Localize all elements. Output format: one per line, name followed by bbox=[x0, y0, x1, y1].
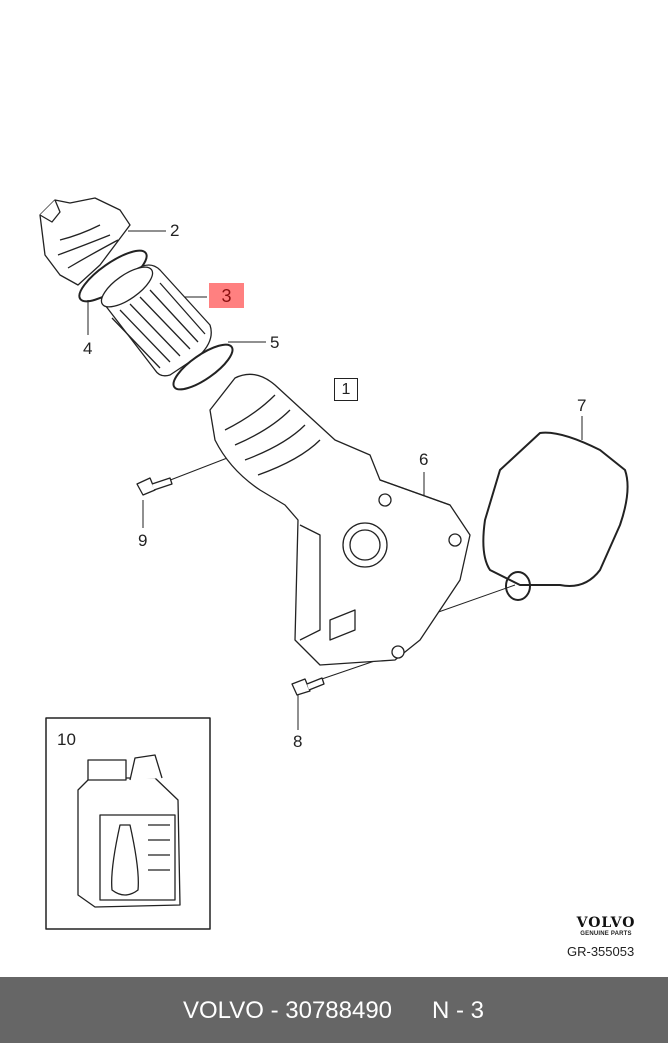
callout-10[interactable]: 10 bbox=[57, 730, 76, 749]
callout-9[interactable]: 9 bbox=[138, 531, 148, 550]
logo-brand: VOLVO bbox=[576, 915, 636, 931]
callout-7[interactable]: 7 bbox=[577, 396, 587, 415]
part-6-oil-filter-housing bbox=[209, 373, 471, 666]
part-5-o-ring bbox=[172, 343, 234, 391]
diagram-reference: GR-355053 bbox=[567, 944, 635, 959]
part-10-oil-bottle bbox=[77, 754, 181, 908]
callout-4[interactable]: 4 bbox=[83, 339, 93, 358]
callout-2[interactable]: 2 bbox=[170, 221, 180, 240]
callout-6[interactable]: 6 bbox=[419, 450, 429, 469]
part-9-bolt bbox=[136, 477, 173, 496]
footer-part-number: VOLVO - 30788490 bbox=[183, 997, 393, 1024]
part-7-gasket bbox=[482, 431, 629, 587]
part-3-filter-element bbox=[100, 264, 212, 377]
footer-bar: VOLVO - 30788490 N - 3 bbox=[0, 977, 668, 1043]
callout-1[interactable]: 1 bbox=[334, 378, 358, 401]
part-8-bolt bbox=[291, 677, 325, 696]
part-2-filter-cap bbox=[39, 197, 131, 286]
callout-8[interactable]: 8 bbox=[293, 732, 303, 751]
gasket-ring bbox=[505, 571, 531, 601]
callout-5[interactable]: 5 bbox=[270, 333, 280, 352]
inset-frame bbox=[45, 717, 211, 930]
logo-tagline: GENUINE PARTS bbox=[580, 931, 632, 937]
parts-diagram bbox=[39, 197, 629, 930]
volvo-genuine-parts-logo: VOLVO GENUINE PARTS bbox=[568, 916, 644, 937]
footer-position: N - 3 bbox=[432, 997, 485, 1024]
callout-3-highlighted[interactable]: 3 bbox=[209, 283, 244, 308]
